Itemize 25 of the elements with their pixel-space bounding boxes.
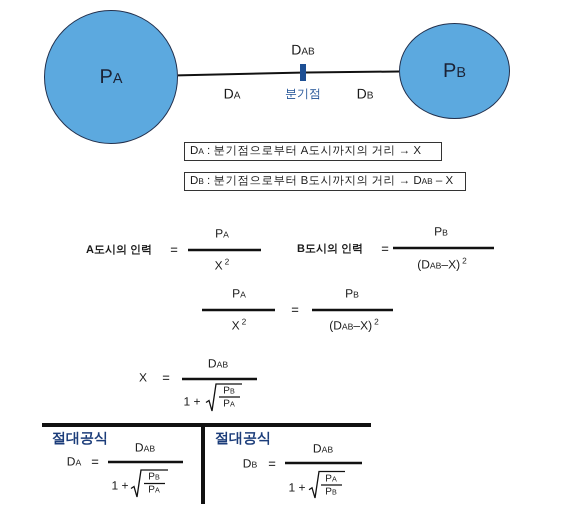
connector-line xyxy=(178,72,300,76)
branch-point-marker xyxy=(300,64,306,81)
equals-sign: = xyxy=(381,242,389,256)
formula-term: 1 + xyxy=(112,479,128,493)
formula-term: X xyxy=(139,371,147,385)
connector-line xyxy=(306,70,400,74)
definition-box xyxy=(184,142,442,161)
distance-label: D$_{AB}$ xyxy=(291,42,315,58)
distance-label: D$_{B}$ xyxy=(356,86,374,102)
equals-sign: = xyxy=(162,370,170,386)
definition-box xyxy=(184,172,466,191)
formula-heading: 절대공식 xyxy=(215,430,271,446)
formula-term: 1 + xyxy=(288,481,306,495)
branch-point-label: 분기점 xyxy=(285,87,321,101)
formula-term: X$^{2}$ xyxy=(214,259,230,273)
equals-sign: = xyxy=(91,454,99,470)
equals-sign: = xyxy=(170,242,178,258)
formula-term: 1 + xyxy=(184,395,200,409)
formula-heading: 절대공식 xyxy=(52,430,108,446)
distance-label: D$_{A}$ xyxy=(224,86,240,102)
formula-label: A도시의 인력 xyxy=(86,244,152,256)
equals-sign: = xyxy=(291,302,299,318)
equals-sign: = xyxy=(268,456,276,472)
formula-term: X$^{2}$ xyxy=(232,319,246,333)
formula-label: B도시의 인력 xyxy=(297,242,363,256)
